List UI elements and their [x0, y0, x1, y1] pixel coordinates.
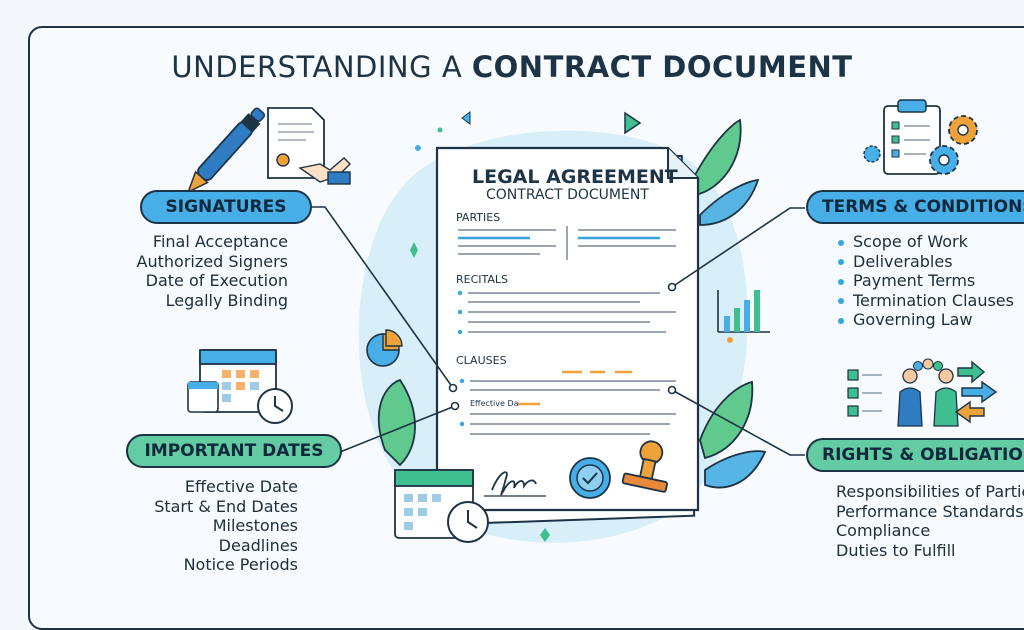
- play-icon: [624, 111, 642, 135]
- title-light: UNDERSTANDING A: [171, 50, 472, 84]
- list-item: Date of Execution: [145, 271, 288, 290]
- rights-list: Responsibilities of Parties Performance …: [836, 482, 1024, 560]
- list-item: Deliverables: [853, 251, 953, 271]
- list-item: Effective Date: [184, 477, 298, 496]
- fountain-pen-icon: [186, 107, 266, 194]
- list-item: Deadlines: [218, 535, 298, 555]
- list-item: Payment Terms: [853, 271, 976, 290]
- list-item: Performance Standards: [836, 501, 1024, 521]
- list-item: Start & End Dates: [154, 496, 298, 516]
- section-clauses: CLAUSES: [456, 354, 507, 367]
- important-dates-pill: IMPORTANT DATES: [126, 434, 342, 468]
- connector-dots: [448, 282, 677, 411]
- bullet-icon: [838, 239, 844, 246]
- signing-document-icon: [267, 107, 351, 185]
- leaf-icon: [377, 118, 767, 489]
- parties-lines: [458, 226, 676, 260]
- list-item: Governing Law: [853, 310, 973, 329]
- rights-pill: RIGHTS & OBLIGATIONS: [806, 438, 1024, 472]
- terms-list: Scope of Work Deliverables Payment Terms…: [838, 232, 1014, 330]
- calendar-clock-icon: [394, 469, 489, 543]
- signatures-list: Final Acceptance Authorized Signers Date…: [137, 232, 288, 310]
- signatures-pill: SIGNATURES: [140, 190, 312, 224]
- connector-lines: [310, 206, 805, 456]
- list-item: Milestones: [212, 516, 298, 535]
- pie-chart-icon: [366, 329, 403, 367]
- seal-icon: [569, 457, 611, 499]
- title-bold: CONTRACT DOCUMENT: [471, 50, 853, 84]
- section-parties: PARTIES: [456, 211, 501, 224]
- calendar-clock-icon: [187, 349, 293, 424]
- bullet-icon: [838, 278, 844, 285]
- gears-icon: [863, 115, 978, 175]
- bullet-icon: [838, 259, 844, 265]
- page-title: UNDERSTANDING A CONTRACT DOCUMENT: [0, 50, 1024, 84]
- list-item: Compliance: [836, 521, 931, 540]
- bullet-icon: [838, 317, 844, 324]
- list-item: Scope of Work: [853, 232, 968, 251]
- stamp-icon: [621, 440, 668, 493]
- clauses-lines: [459, 370, 676, 435]
- recitals-lines: [457, 290, 676, 335]
- arrows-icon: [954, 360, 998, 424]
- bullet-icon: [838, 298, 844, 304]
- signature-scribble: [491, 471, 537, 496]
- list-item: Notice Periods: [183, 555, 298, 574]
- important-dates-list: Effective Date Start & End Dates Milesto…: [154, 477, 298, 575]
- illustration-layer: [186, 99, 998, 543]
- decor-shapes: [410, 111, 733, 542]
- document-heading: LEGAL AGREEMENT: [472, 166, 678, 188]
- bar-chart-icon: [717, 290, 770, 333]
- list-item: Duties to Fulfill: [836, 540, 956, 560]
- clipboard-checklist-icon: [883, 99, 941, 175]
- list-item: Final Acceptance: [152, 232, 288, 251]
- list-item: Responsibilities of Parties: [836, 482, 1024, 501]
- list-item: Authorized Signers: [136, 251, 288, 271]
- document-subheading: CONTRACT DOCUMENT: [486, 187, 649, 203]
- section-recitals: RECITALS: [456, 273, 509, 286]
- teamwork-handshake-icon: [847, 358, 959, 427]
- effective-date-label: Effective Da: [470, 399, 519, 408]
- terms-pill: TERMS & CONDITIONS: [806, 190, 1024, 224]
- list-item: Legally Binding: [165, 290, 288, 310]
- list-item: Termination Clauses: [853, 290, 1014, 310]
